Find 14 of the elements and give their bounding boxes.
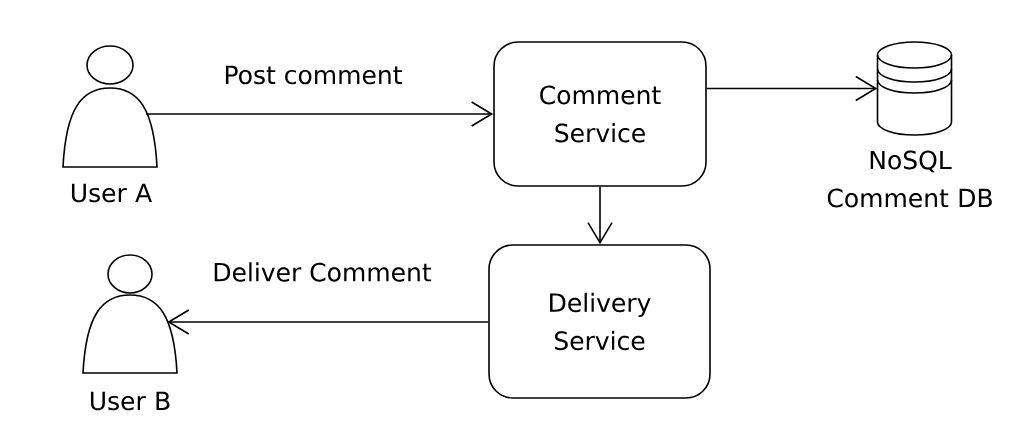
person-icon: [82, 254, 178, 374]
process-box: Delivery Service: [488, 244, 711, 399]
process-box: Comment Service: [493, 41, 707, 187]
arrow: [167, 309, 489, 335]
edge-label: Deliver Comment: [209, 259, 435, 285]
node-caption: NoSQL Comment DB: [827, 150, 992, 208]
node-caption: User A: [72, 183, 152, 203]
arrow: [706, 75, 878, 102]
arrow: [587, 186, 613, 245]
database-cylinder: [876, 41, 953, 136]
node-caption: User B: [90, 391, 170, 411]
person-icon: [62, 45, 158, 168]
arrow: [145, 101, 494, 127]
edge-label: Post comment: [220, 62, 406, 88]
